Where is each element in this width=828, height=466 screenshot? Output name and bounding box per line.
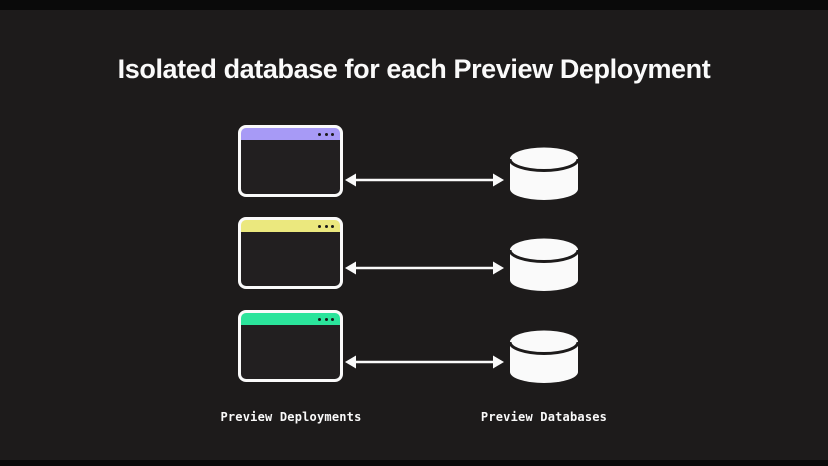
browser-window-icon — [238, 125, 343, 197]
window-dot-icon — [324, 224, 328, 228]
left-column-label: Preview Deployments — [220, 410, 362, 424]
browser-window-icon — [238, 310, 343, 382]
window-content — [241, 325, 340, 379]
window-titlebar — [241, 313, 340, 325]
right-column-label: Preview Databases — [480, 410, 608, 424]
database-icon — [508, 147, 580, 200]
window-dot-icon — [331, 224, 334, 228]
window-content — [241, 140, 340, 194]
bottom-frame-bar — [0, 460, 828, 466]
bidirectional-arrow-icon — [345, 355, 504, 369]
window-dot-icon — [318, 224, 321, 228]
top-frame-bar — [0, 0, 828, 10]
window-content — [241, 232, 340, 286]
slide: Isolated database for each Preview Deplo… — [0, 10, 828, 460]
database-icon — [508, 330, 580, 383]
window-dot-icon — [318, 317, 321, 321]
page-title: Isolated database for each Preview Deplo… — [117, 54, 711, 84]
window-dot-icon — [324, 132, 328, 136]
bidirectional-arrow-icon — [345, 261, 504, 275]
browser-window-icon — [238, 217, 343, 289]
window-dot-icon — [331, 132, 334, 136]
window-titlebar — [241, 128, 340, 140]
window-dot-icon — [318, 132, 321, 136]
window-dot-icon — [331, 317, 334, 321]
bidirectional-arrow-icon — [345, 173, 504, 187]
window-titlebar — [241, 220, 340, 232]
database-icon — [508, 238, 580, 291]
window-dot-icon — [324, 317, 328, 321]
